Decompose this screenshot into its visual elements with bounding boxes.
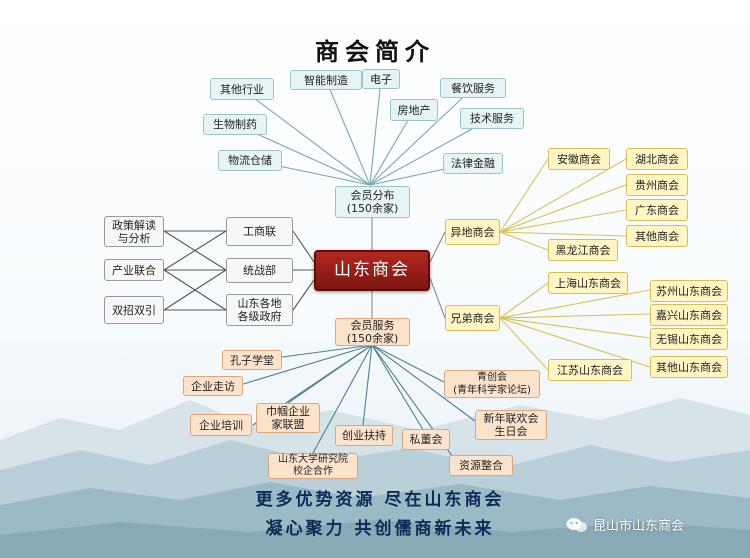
industry-smart-manufacturing: 智能制造 [290, 70, 362, 90]
chamber-other-shandong: 其他山东商会 [650, 356, 728, 378]
brother-chambers-node: 兄弟商会 [445, 305, 500, 331]
service-women-entrepreneurs: 巾帼企业 家联盟 [256, 403, 320, 433]
industry-logistics: 物流仓储 [218, 150, 282, 171]
service-confucius-school: 孔子学堂 [222, 350, 282, 370]
chamber-suzhou-shandong: 苏州山东商会 [650, 280, 728, 302]
chamber-guangdong: 广东商会 [626, 199, 688, 221]
watermark-text: 昆山市山东商会 [593, 519, 685, 534]
chamber-wuxi-shandong: 无锡山东商会 [650, 328, 728, 350]
policy-analysis-node: 政策解读 与分析 [104, 216, 164, 247]
service-resource-integration: 资源整合 [449, 455, 513, 476]
page-title: 商会简介 [315, 37, 435, 66]
slogan-line-1: 更多优势资源 尽在山东商会 [255, 490, 505, 510]
service-startup-support: 创业扶持 [335, 425, 393, 446]
industry-other: 其他行业 [210, 78, 274, 100]
service-company-training: 企业培训 [190, 414, 252, 436]
chamber-other: 其他商会 [626, 225, 688, 247]
industry-catering: 餐饮服务 [440, 78, 506, 98]
federation-industry-commerce-node: 工商联 [226, 217, 293, 246]
service-new-year-gala: 新年联欢会 生日会 [475, 410, 547, 440]
chamber-anhui: 安徽商会 [548, 148, 610, 170]
watermark: 昆山市山东商会 [566, 515, 684, 534]
chamber-guizhou: 贵州商会 [626, 174, 688, 196]
service-private-board: 私董会 [402, 429, 450, 450]
member-distribution-node: 会员分布 (150余家) [335, 186, 410, 218]
industry-real-estate: 房地产 [390, 99, 438, 121]
united-front-node: 统战部 [226, 258, 293, 283]
chamber-heilongjiang: 黑龙江商会 [548, 239, 618, 261]
slogan-line-2: 凝心聚力 共创儒商新未来 [265, 519, 495, 539]
service-youth-association: 青创会 (青年科学家论坛) [444, 370, 540, 398]
investment-talent-node: 双招双引 [104, 296, 164, 324]
industry-legal-finance: 法律金融 [443, 153, 503, 174]
service-shandong-university: 山东大学研究院 校企合作 [268, 453, 358, 479]
chamber-jiangsu-shandong: 江苏山东商会 [548, 359, 632, 381]
member-services-node: 会员服务 (150余家) [335, 318, 410, 346]
industry-biopharma: 生物制药 [203, 114, 267, 135]
wechat-icon [566, 517, 587, 532]
industry-electronics: 电子 [362, 69, 400, 89]
industry-alliance-node: 产业联合 [104, 259, 164, 281]
shandong-governments-node: 山东各地 各级政府 [226, 294, 293, 326]
center-node-shandong-chamber: 山东商会 [314, 250, 430, 291]
chamber-hubei: 湖北商会 [626, 148, 688, 170]
other-region-chambers-node: 异地商会 [445, 219, 500, 245]
chamber-shanghai-shandong: 上海山东商会 [548, 272, 628, 294]
chamber-jiaxing-shandong: 嘉兴山东商会 [650, 304, 728, 326]
industry-tech-services: 技术服务 [460, 108, 524, 129]
service-company-visits: 企业走访 [183, 376, 243, 396]
